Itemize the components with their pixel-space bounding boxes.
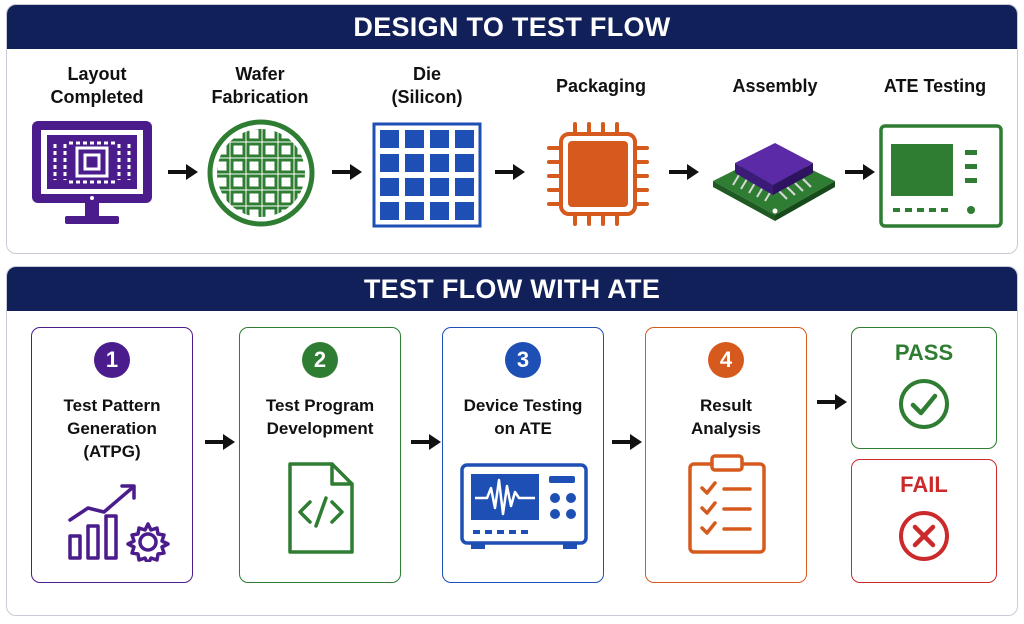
step-label: Test Program Development [240, 394, 400, 440]
stage-line: Wafer [235, 64, 285, 84]
stage-label-layout: Layout Completed [17, 63, 177, 109]
step-label: Result Analysis [646, 394, 806, 440]
stage-line: Layout [67, 64, 127, 84]
arrow-right-icon [612, 434, 642, 450]
pass-result-box: PASS [851, 327, 997, 449]
chip-package-icon [547, 122, 649, 226]
design-flow-title: DESIGN TO TEST FLOW [7, 5, 1017, 49]
step-line: Development [266, 419, 374, 438]
step-number-badge: 2 [302, 342, 338, 378]
pass-label: PASS [894, 340, 954, 365]
chart-gear-icon [68, 484, 170, 562]
stage-line: Assembly [732, 76, 818, 96]
arrow-right-icon [205, 434, 235, 450]
step-number-badge: 3 [505, 342, 541, 378]
wafer-icon [207, 119, 315, 227]
step-line: Test Pattern [63, 396, 161, 415]
step-line: Device Testing [463, 396, 583, 415]
oscilloscope-icon [460, 463, 588, 549]
check-circle-icon [899, 379, 949, 429]
arrow-right-icon [845, 164, 875, 180]
fail-result-box: FAIL [851, 459, 997, 583]
step-card-device-testing: 3 Device Testing on ATE [442, 327, 604, 583]
arrow-right-icon [817, 394, 847, 410]
arrow-right-icon [411, 434, 441, 450]
step-number-badge: 1 [94, 342, 130, 378]
die-grid-icon [372, 122, 482, 228]
monitor-layout-icon [32, 121, 152, 224]
checklist-clipboard-icon [688, 454, 766, 554]
design-to-test-panel: DESIGN TO TEST FLOW Layout Completed Waf… [6, 4, 1018, 254]
stage-line: ATE Testing [883, 76, 987, 96]
x-circle-icon [899, 511, 949, 561]
stage-line: Completed [50, 87, 144, 107]
stage-label-assembly: Assembly [695, 75, 855, 98]
arrow-right-icon [669, 164, 699, 180]
arrow-right-icon [168, 164, 198, 180]
stage-label-die: Die (Silicon) [347, 63, 507, 109]
step-line: Result [700, 396, 752, 415]
fail-label: FAIL [900, 472, 948, 497]
step-card-atpg: 1 Test Pattern Generation (ATPG) [31, 327, 193, 583]
test-equipment-icon [879, 124, 1003, 228]
stage-line: (Silicon) [391, 87, 463, 107]
stage-line: Fabrication [211, 87, 309, 107]
test-flow-panel: TEST FLOW WITH ATE 1 Test Pattern Genera… [6, 266, 1018, 616]
step-line: Test Program [265, 396, 375, 415]
test-flow-title: TEST FLOW WITH ATE [7, 267, 1017, 311]
arrow-right-icon [332, 164, 362, 180]
step-label: Device Testing on ATE [443, 394, 603, 440]
chip-on-board-icon [713, 143, 835, 221]
stage-line: Packaging [555, 76, 647, 96]
stage-line: Die [412, 64, 441, 84]
step-label: Test Pattern Generation (ATPG) [32, 394, 192, 463]
step-card-result-analysis: 4 Result Analysis [645, 327, 807, 583]
stage-label-ate-testing: ATE Testing [855, 75, 1015, 98]
code-file-icon [288, 462, 354, 554]
step-number-badge: 4 [708, 342, 744, 378]
step-line: (ATPG) [83, 442, 141, 461]
step-line: Analysis [691, 419, 761, 438]
step-line: Generation [67, 419, 157, 438]
step-line: on ATE [494, 419, 552, 438]
stage-label-packaging: Packaging [521, 75, 681, 98]
arrow-right-icon [495, 164, 525, 180]
stage-label-wafer: Wafer Fabrication [180, 63, 340, 109]
step-card-program: 2 Test Program Development [239, 327, 401, 583]
